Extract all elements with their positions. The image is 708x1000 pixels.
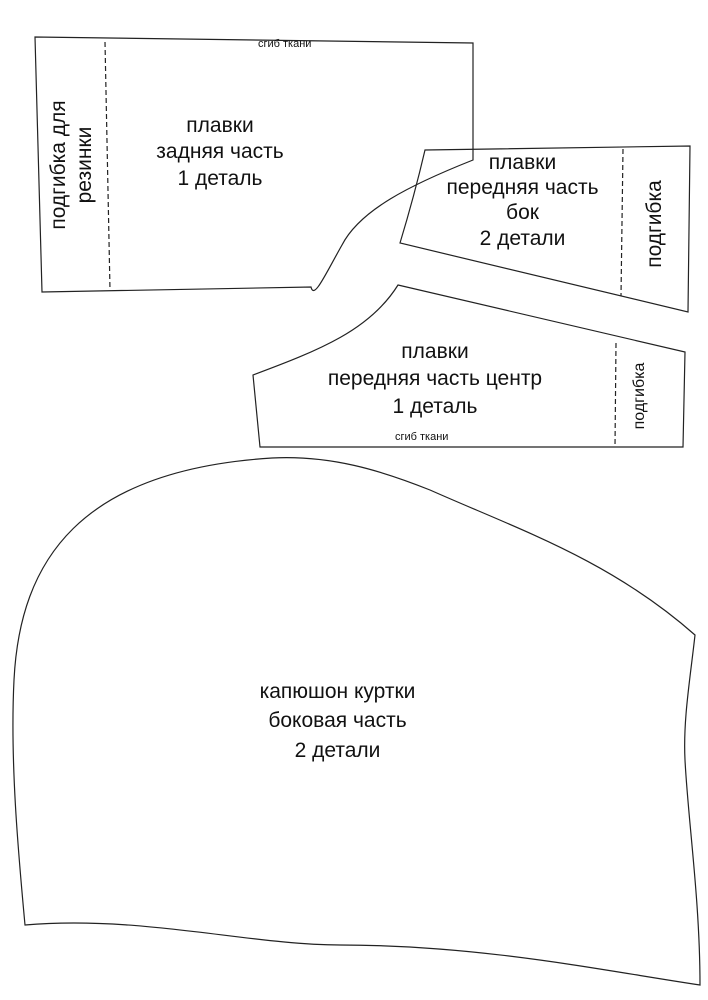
front-center-hem-line xyxy=(614,342,617,448)
label-line: плавки xyxy=(488,151,557,174)
front-side-hem-line xyxy=(620,148,624,297)
label-line: 1 деталь xyxy=(177,166,263,190)
back-piece-hem-line xyxy=(104,41,111,291)
label-line: 2 детали xyxy=(479,226,566,250)
label-line: подгибка для xyxy=(46,100,70,230)
front-side-hem-label: подгибка xyxy=(642,180,666,268)
back-piece-outline xyxy=(34,36,474,293)
front-side-label: плавки передняя часть бок 2 детали xyxy=(425,150,620,251)
back-fold-label: сгиб ткани xyxy=(258,38,312,50)
label-line: передняя часть xyxy=(446,176,599,200)
label-line: 1 деталь xyxy=(392,394,478,418)
front-center-label: плавки передняя часть центр 1 деталь xyxy=(300,338,570,420)
front-center-fold-label: сгиб ткани xyxy=(395,431,449,443)
hood-outline xyxy=(12,457,701,986)
label-line: бок xyxy=(506,201,539,225)
back-hem-label: подгибка для резинки xyxy=(46,100,99,229)
front-side-outline xyxy=(399,145,691,313)
label-line: капюшон куртки xyxy=(259,680,416,703)
label-line: боковая часть xyxy=(268,709,407,733)
front-center-hem-label: подгибка xyxy=(631,362,648,430)
back-piece-label: плавки задняя часть 1 деталь xyxy=(150,113,290,192)
hood-label: капюшон куртки боковая часть 2 детали xyxy=(220,677,455,765)
label-line: плавки xyxy=(401,340,469,363)
label-line: плавки xyxy=(186,114,254,137)
label-line: 2 детали xyxy=(294,738,381,762)
front-center-outline xyxy=(252,284,686,448)
label-line: задняя часть xyxy=(156,140,284,164)
label-line: передняя часть центр xyxy=(327,367,543,391)
label-line: резинки xyxy=(73,126,96,204)
